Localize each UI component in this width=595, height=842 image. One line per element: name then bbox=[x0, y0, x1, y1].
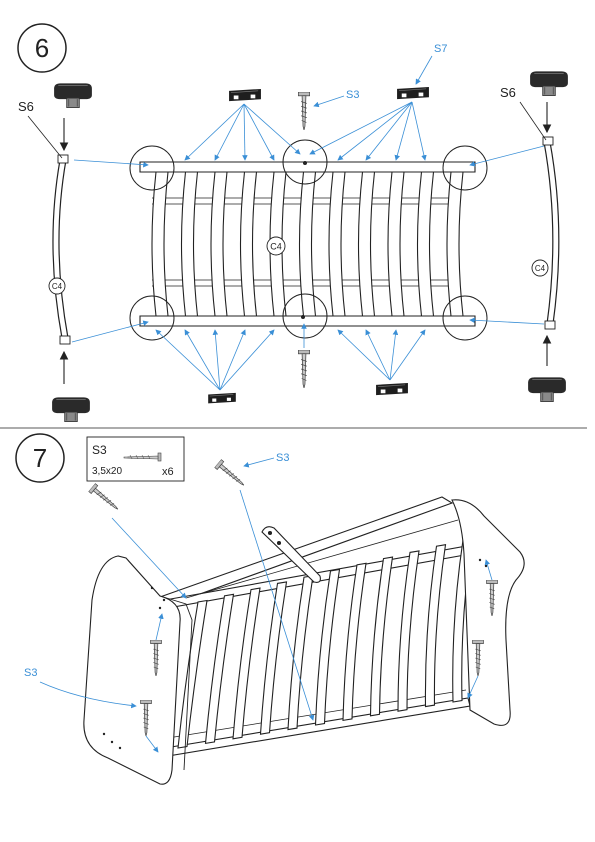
step-7-number: 7 bbox=[33, 443, 47, 473]
parts-box-qty: x6 bbox=[162, 466, 174, 478]
step-7: 7 S3 3,5x20 x6 bbox=[15, 433, 525, 785]
step-6: 6 C4 C4 bbox=[17, 23, 569, 423]
label-s3-step6: S3 bbox=[346, 89, 359, 101]
slat bbox=[314, 568, 341, 726]
slat bbox=[210, 171, 228, 317]
screw-icon bbox=[298, 350, 310, 388]
slat bbox=[177, 599, 208, 749]
label-c4-right: C4 bbox=[535, 264, 546, 273]
blue-leaders-bottom bbox=[71, 317, 545, 391]
label-s7: S7 bbox=[434, 43, 447, 55]
slat bbox=[397, 550, 420, 712]
stabilizer-bar bbox=[261, 526, 321, 583]
slat bbox=[180, 171, 199, 317]
slat bbox=[387, 171, 405, 317]
slat-frame-top-view bbox=[139, 161, 476, 327]
label-s6-left: S6 bbox=[18, 99, 34, 114]
slat bbox=[239, 171, 258, 317]
slat bbox=[287, 575, 314, 731]
label-c4-left: C4 bbox=[52, 282, 63, 291]
panel-holes bbox=[102, 558, 488, 750]
parts-box: S3 3,5x20 x6 bbox=[86, 436, 185, 482]
bracket-icon bbox=[228, 88, 262, 102]
slat bbox=[328, 171, 346, 317]
slat bbox=[416, 171, 435, 317]
left-side-panel bbox=[83, 555, 181, 785]
label-s3-top: S3 bbox=[276, 452, 289, 464]
step-6-number: 6 bbox=[35, 33, 49, 63]
cot-side-assembly bbox=[83, 496, 525, 785]
bracket-icon bbox=[207, 392, 237, 404]
step-6-number-circle bbox=[17, 23, 67, 73]
slats-side bbox=[177, 537, 473, 749]
blue-leaders-step7 bbox=[111, 489, 493, 753]
cap-arrows bbox=[59, 102, 552, 384]
screw-icon bbox=[298, 92, 310, 130]
detail-circles bbox=[129, 139, 488, 341]
right-side-rail: C4 bbox=[531, 136, 560, 330]
slat bbox=[259, 581, 288, 735]
parts-box-code: S3 bbox=[92, 443, 107, 457]
screw-icon bbox=[214, 459, 248, 490]
screw-icon bbox=[88, 483, 122, 514]
end-cap-icon bbox=[527, 376, 567, 403]
slat bbox=[424, 544, 447, 708]
label-s6-right: S6 bbox=[500, 85, 516, 100]
bracket-icon bbox=[396, 86, 430, 100]
slat bbox=[298, 171, 317, 317]
step-7-number-circle bbox=[15, 433, 65, 483]
slat bbox=[151, 171, 169, 317]
left-side-rail: C4 bbox=[48, 154, 71, 345]
slat bbox=[232, 587, 261, 740]
slat bbox=[357, 171, 376, 317]
slat bbox=[342, 562, 367, 722]
right-side-panel bbox=[451, 499, 525, 726]
end-cap-icon bbox=[53, 82, 93, 109]
slat bbox=[369, 556, 394, 717]
label-c4-center: C4 bbox=[270, 242, 282, 252]
end-cap-icon bbox=[51, 396, 91, 423]
end-cap-icon bbox=[529, 70, 569, 97]
slat bbox=[204, 593, 235, 745]
bracket-icon bbox=[375, 382, 409, 396]
screw-icon bbox=[123, 452, 162, 462]
slat bbox=[446, 171, 464, 317]
label-s3-left: S3 bbox=[24, 667, 37, 679]
blue-leaders-top bbox=[73, 101, 545, 168]
parts-box-size: 3,5x20 bbox=[92, 466, 122, 477]
